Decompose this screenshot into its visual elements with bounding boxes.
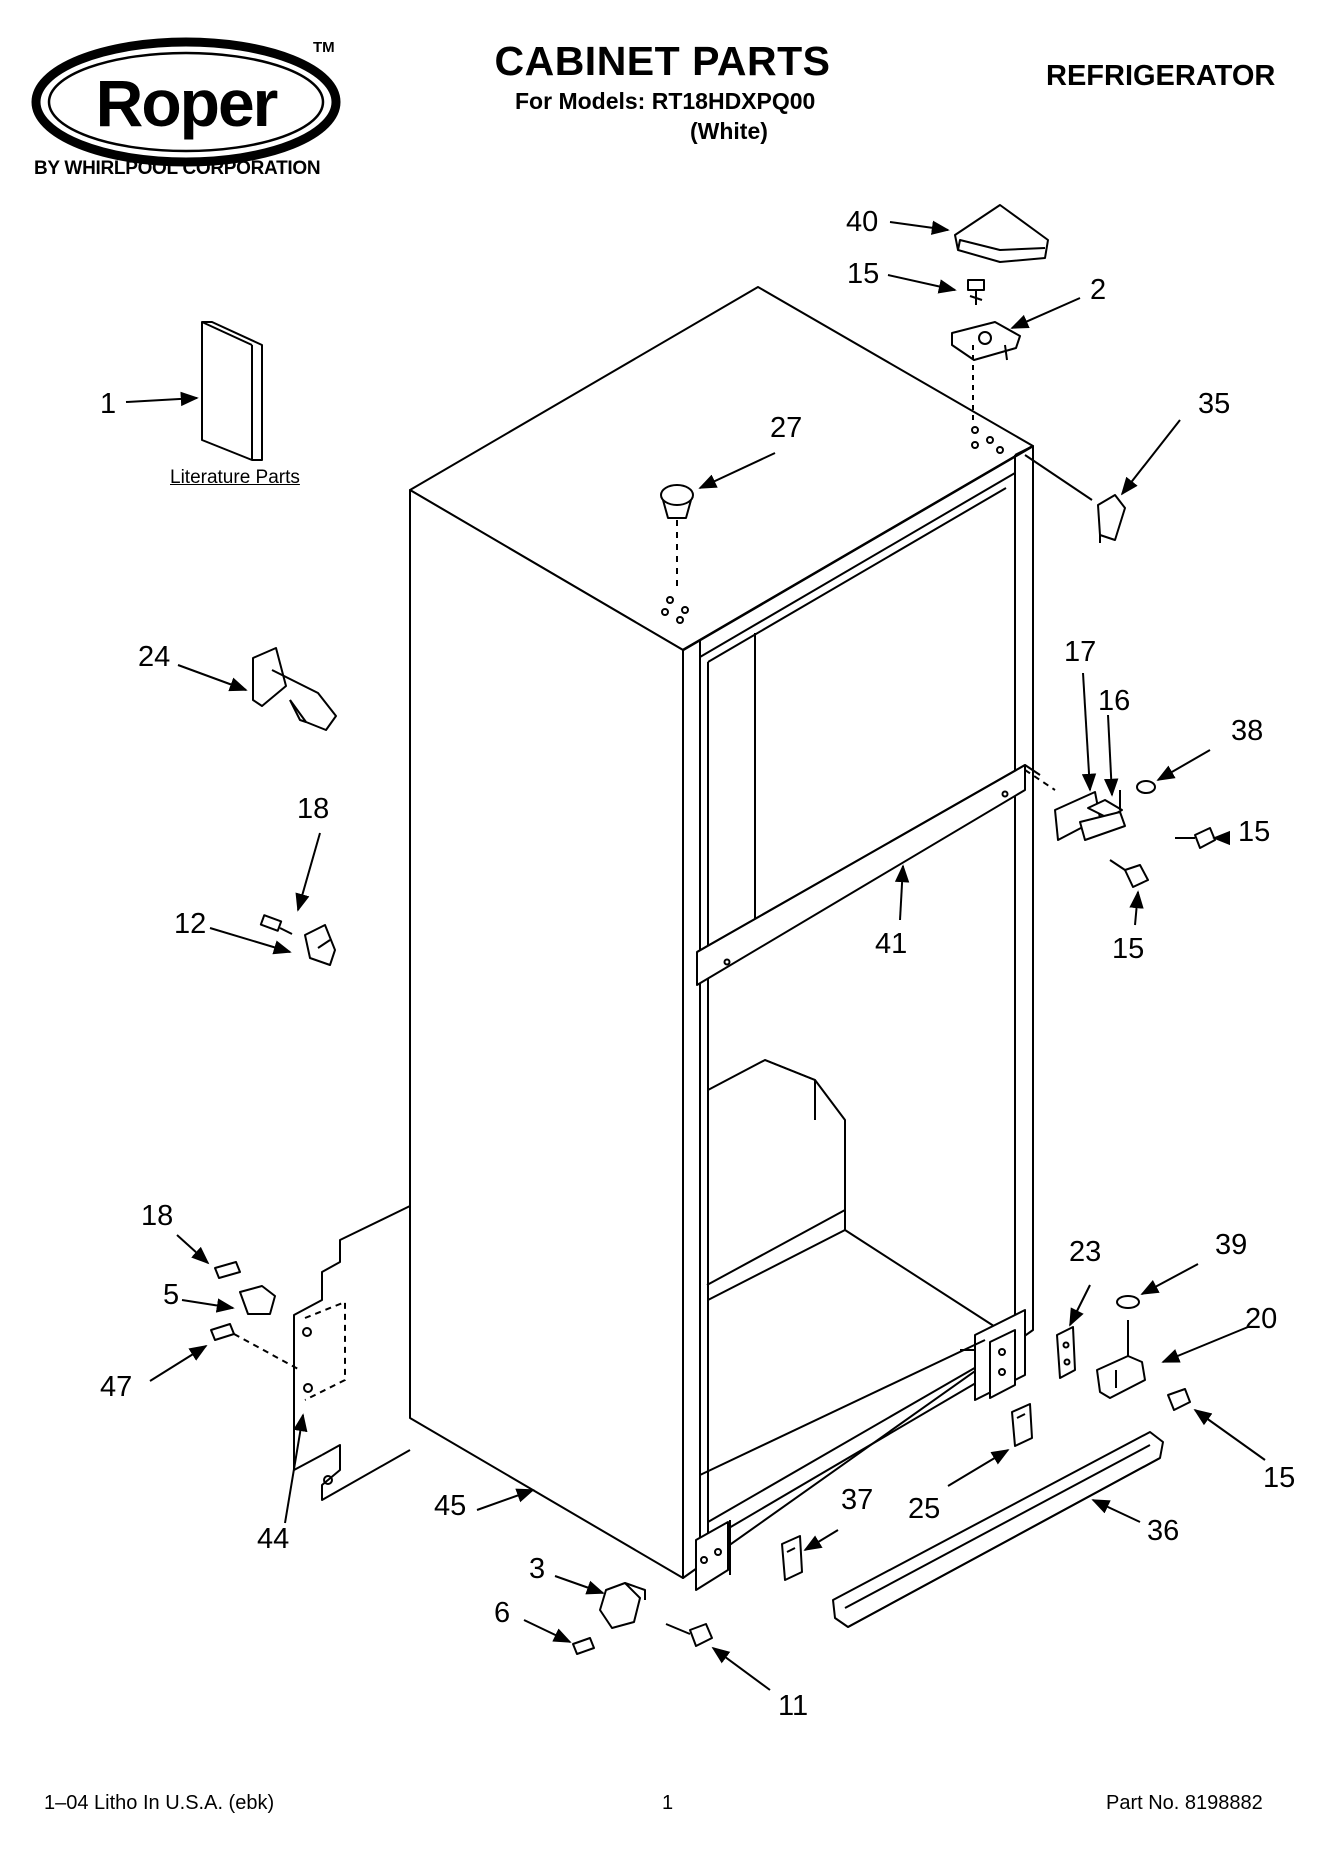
appliance-type: REFRIGERATOR	[1046, 60, 1276, 92]
washer-part38	[1136, 780, 1156, 794]
page-title: CABINET PARTS	[494, 38, 831, 84]
footer-page-number: 1	[662, 1792, 674, 1814]
callout-35: 35	[1198, 388, 1231, 420]
leveling-leg-part24	[252, 647, 337, 731]
top-hinge-bracket-part2	[951, 321, 1021, 454]
screws-part15-middle	[1109, 827, 1216, 888]
rear-panel-44	[293, 1205, 411, 1501]
callout-18: 18	[141, 1200, 174, 1232]
leader-lines	[125, 220, 1266, 1691]
callout-20: 20	[1245, 1303, 1278, 1335]
callout-3: 3	[529, 1553, 546, 1585]
callout-45: 45	[434, 1490, 467, 1522]
brand-subtitle: BY WHIRLPOOL CORPORATION	[34, 158, 321, 179]
hinge-parts-20-23-39	[1056, 1295, 1191, 1411]
hinge-cover-part40	[954, 204, 1049, 263]
callout-41: 41	[875, 928, 908, 960]
callout-5: 5	[163, 1279, 180, 1311]
callout-15: 15	[1112, 933, 1145, 965]
footer-litho: 1–04 Litho In U.S.A. (ebk)	[44, 1792, 275, 1814]
divider-rail	[696, 764, 1041, 986]
callout-16: 16	[1098, 685, 1131, 717]
models-line: For Models: RT18HDXPQ00	[515, 88, 816, 114]
freezer-liner-interior	[706, 1059, 1001, 1430]
callout-1: 1	[100, 388, 117, 420]
callout-12: 12	[174, 908, 207, 940]
callout-15: 15	[1238, 816, 1271, 848]
hinge-parts-16-17	[1024, 769, 1126, 841]
screw-part15-top	[967, 279, 985, 305]
bottom-hinge-bracket	[699, 1309, 1026, 1476]
color-line: (White)	[690, 118, 768, 144]
clips-part25-37	[781, 1403, 1033, 1581]
plug-part27	[660, 484, 694, 624]
callout-15: 15	[847, 258, 880, 290]
refrigerator-cabinet	[409, 286, 1034, 1591]
callout-38: 38	[1231, 715, 1264, 747]
callout-27: 27	[770, 412, 803, 444]
callout-36: 36	[1147, 1515, 1180, 1547]
callout-2: 2	[1090, 274, 1107, 306]
callout-37: 37	[841, 1484, 874, 1516]
callout-39: 39	[1215, 1229, 1248, 1261]
parts-5-18-47	[210, 1261, 301, 1371]
callout-15: 15	[1263, 1462, 1296, 1494]
callout-40: 40	[846, 206, 879, 238]
callout-18: 18	[297, 793, 330, 825]
parts-3-6-11	[572, 1582, 713, 1655]
callout-11: 11	[778, 1690, 809, 1722]
roper-logo: Roper TM	[28, 30, 358, 190]
callout-17: 17	[1064, 636, 1097, 668]
literature-book-part1	[201, 321, 263, 461]
trademark-symbol: TM	[313, 39, 335, 56]
callout-6: 6	[494, 1597, 511, 1629]
callout-47: 47	[100, 1371, 133, 1403]
callout-23: 23	[1069, 1236, 1102, 1268]
footer-part-number: Part No. 8198882	[1106, 1792, 1263, 1814]
cap-part35	[1024, 454, 1126, 543]
callout-25: 25	[908, 1493, 941, 1525]
callout-24: 24	[138, 641, 171, 673]
brand-wordmark: Roper	[96, 66, 278, 140]
literature-parts-label: Literature Parts	[170, 467, 300, 488]
toe-grille-part36	[832, 1431, 1164, 1628]
clip-part12-screw-part18	[259, 914, 336, 966]
callout-44: 44	[257, 1523, 290, 1555]
